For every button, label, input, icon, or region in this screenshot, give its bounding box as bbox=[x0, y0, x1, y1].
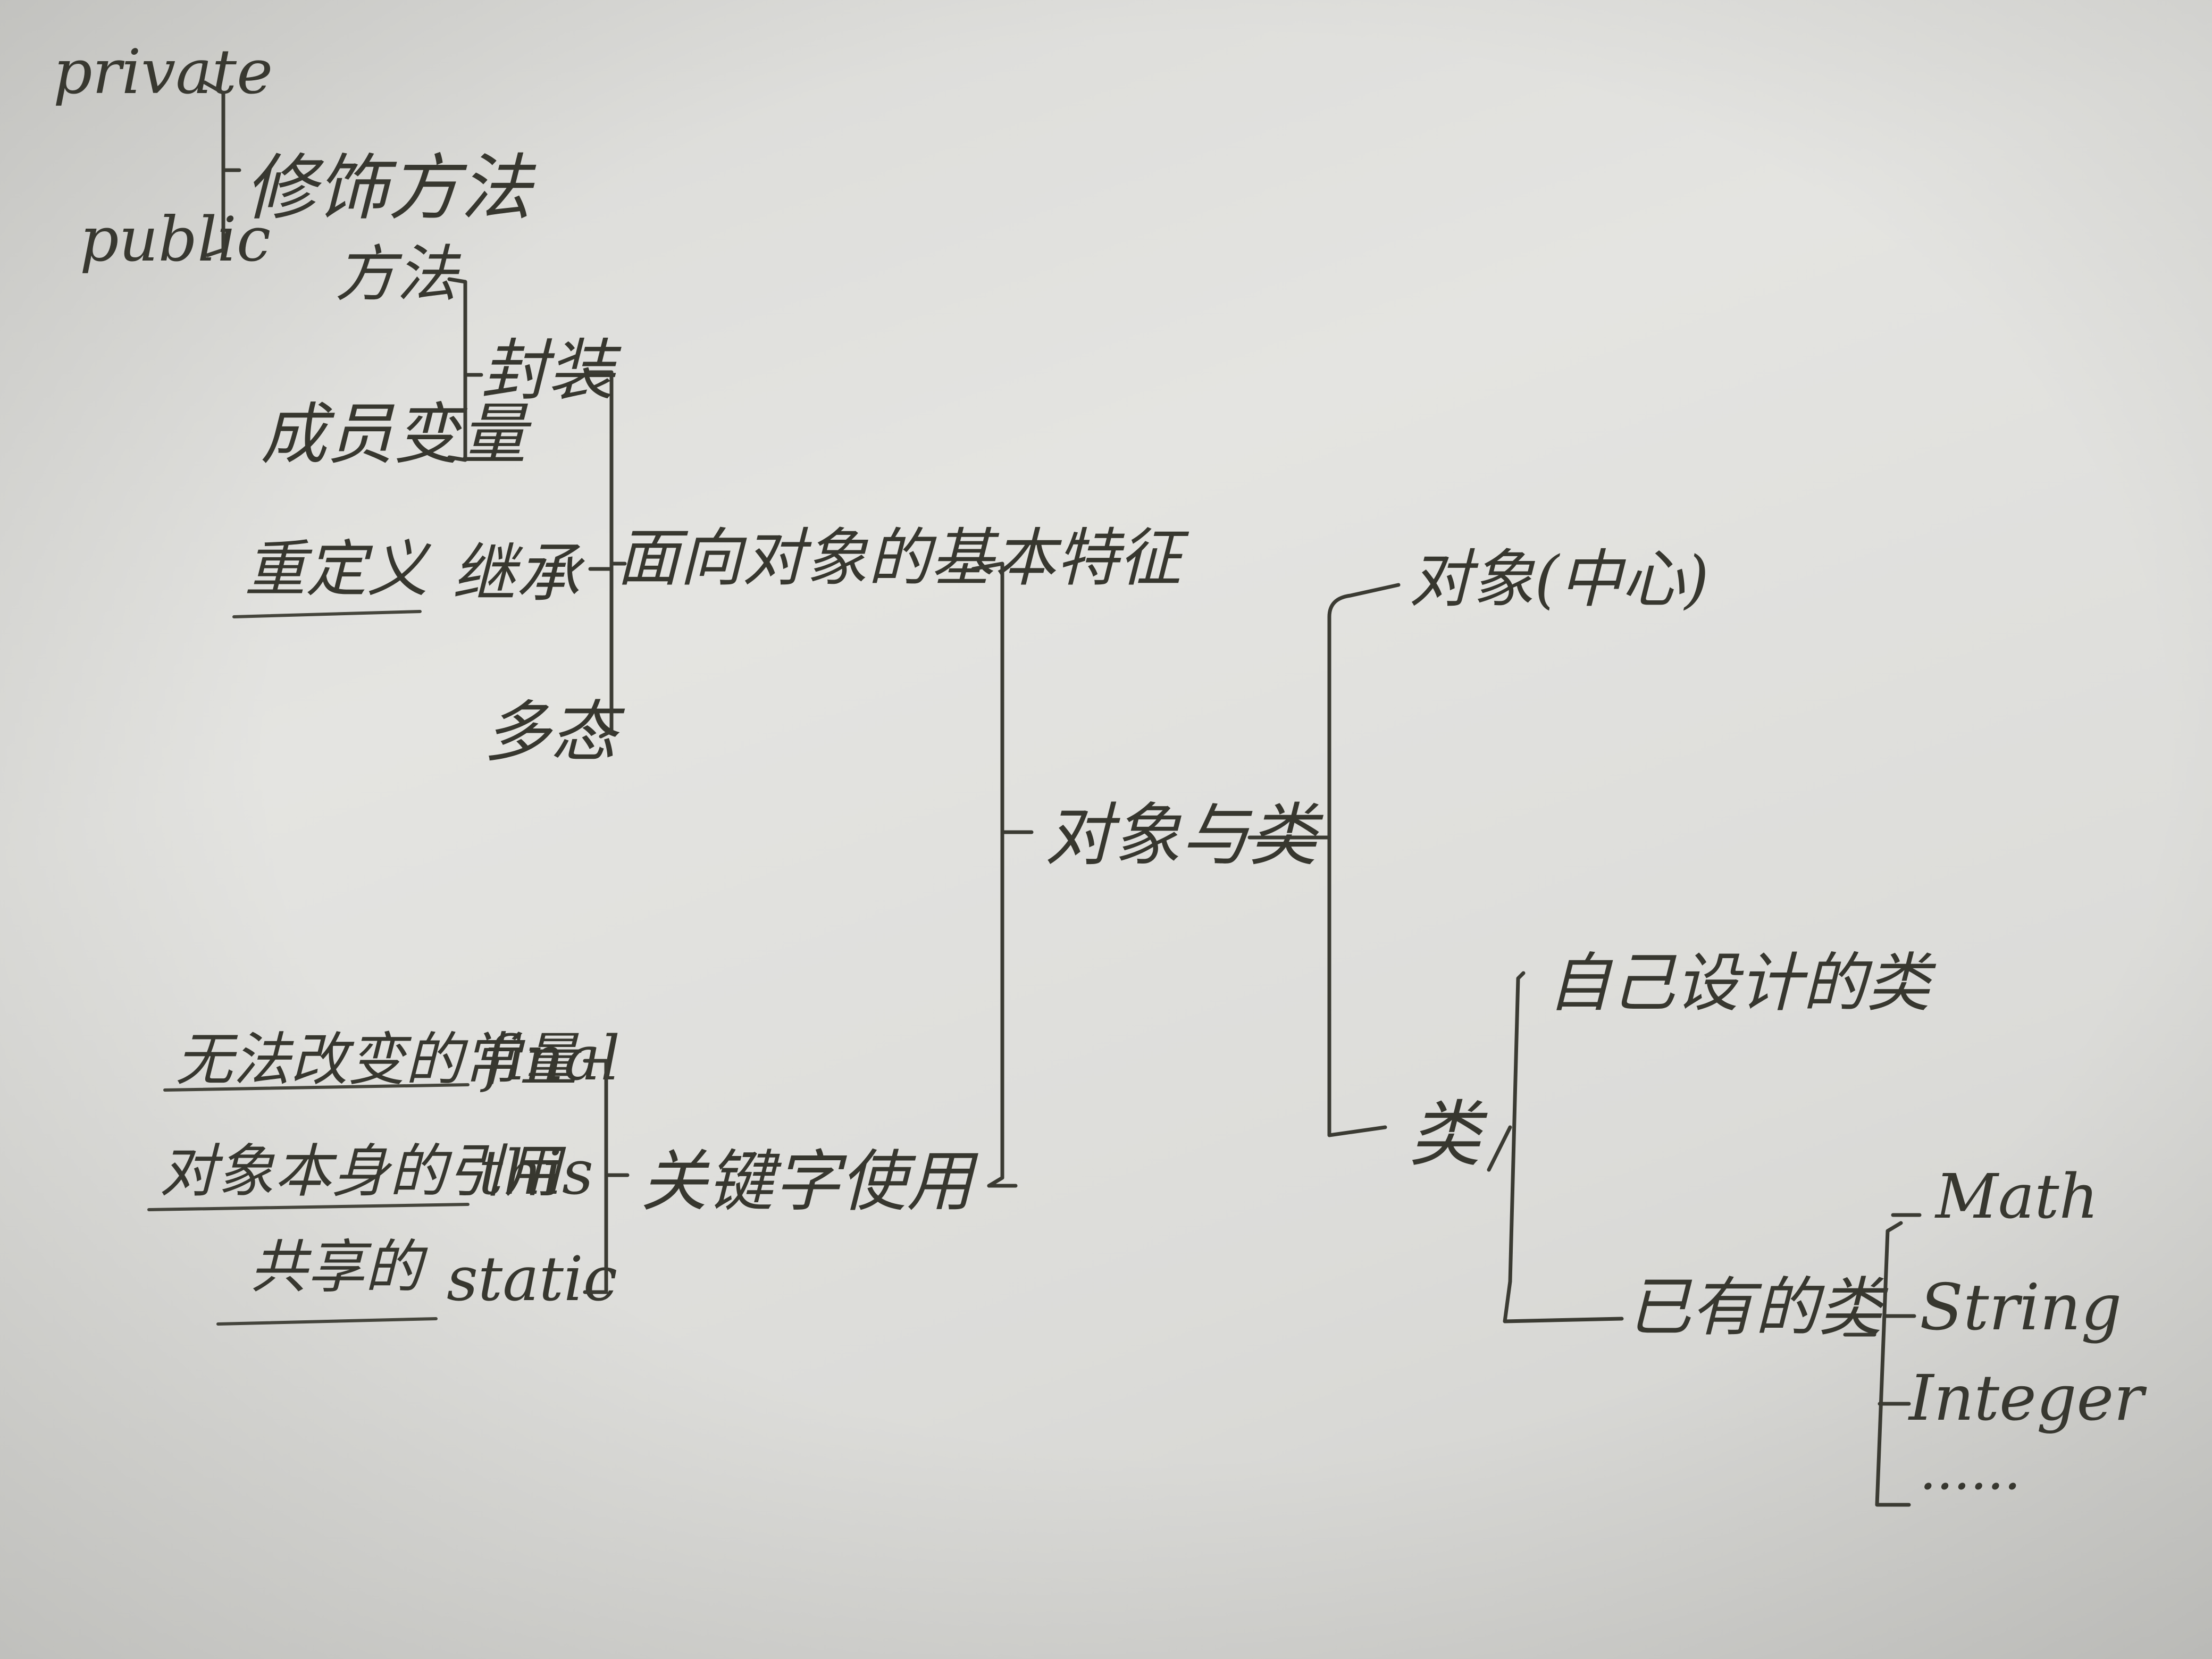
modify-methods-label: 修饰方法 bbox=[245, 146, 537, 230]
keywords-label: 关键字使用 bbox=[641, 1143, 978, 1220]
main-bracket bbox=[971, 562, 1004, 1188]
final-desc: 无法改变的常量 bbox=[175, 1027, 582, 1093]
existing-label: 已有的类 bbox=[1627, 1271, 1889, 1345]
static-desc: 共享的 bbox=[250, 1234, 428, 1301]
math-label: Math bbox=[1934, 1161, 2099, 1233]
inheritance-label: 继承 bbox=[452, 537, 585, 611]
integer-label: Integer bbox=[1908, 1361, 2147, 1435]
string-label: String bbox=[1920, 1271, 2122, 1345]
this-keyword: this bbox=[479, 1137, 593, 1209]
public-label: public bbox=[80, 204, 271, 275]
class-label: 类 bbox=[1409, 1093, 1488, 1176]
this-desc: 对象本身的引用 bbox=[160, 1138, 566, 1205]
static-keyword: static bbox=[447, 1244, 617, 1315]
root-label: 面向对象的基本特征 bbox=[617, 521, 1189, 594]
self-designed-label: 自己设计的类 bbox=[1547, 946, 1937, 1020]
private-label: private bbox=[53, 37, 273, 108]
object-class-bracket bbox=[1327, 583, 1401, 1137]
encap-method-label: 方法 bbox=[335, 239, 462, 310]
ellipsis-label: ······ bbox=[1920, 1455, 2021, 1518]
class-bracket bbox=[1503, 971, 1624, 1323]
redefine-note: 重定义 bbox=[245, 534, 432, 605]
polymorphism-label: 多态 bbox=[484, 694, 625, 771]
features-bracket bbox=[588, 370, 614, 739]
final-keyword: final bbox=[480, 1023, 620, 1094]
encapsulation-bracket bbox=[447, 277, 467, 462]
object-label: 对象(中心) bbox=[1409, 542, 1709, 616]
existing-bracket bbox=[1875, 1221, 1911, 1507]
encap-member-label: 成员变量 bbox=[261, 396, 532, 473]
